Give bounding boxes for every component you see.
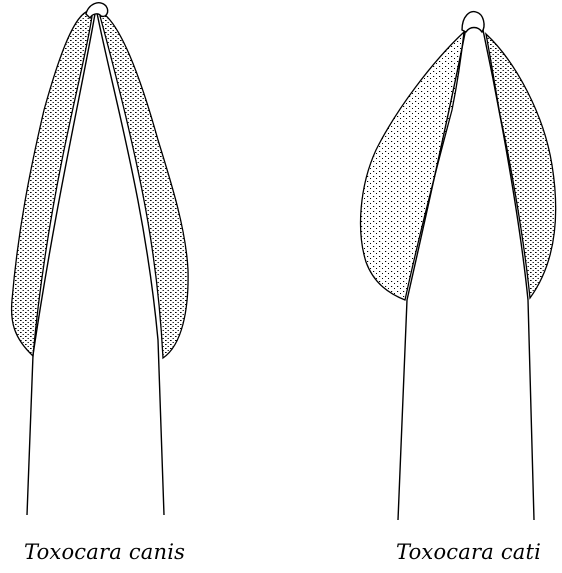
canis-right-cervical-ala (100, 14, 188, 358)
canis-head-lips (86, 3, 108, 18)
toxocara-cati-drawing (361, 12, 556, 520)
toxocara-canis-drawing (12, 3, 189, 515)
caption-toxocara-canis: Toxocara canis (24, 540, 185, 564)
cati-right-cervical-ala (486, 34, 556, 298)
cati-head-lips (462, 12, 484, 32)
canis-body-outline (27, 8, 164, 515)
caption-toxocara-cati: Toxocara cati (396, 540, 541, 564)
cati-left-cervical-ala (361, 32, 464, 300)
canis-left-cervical-ala (12, 12, 92, 356)
